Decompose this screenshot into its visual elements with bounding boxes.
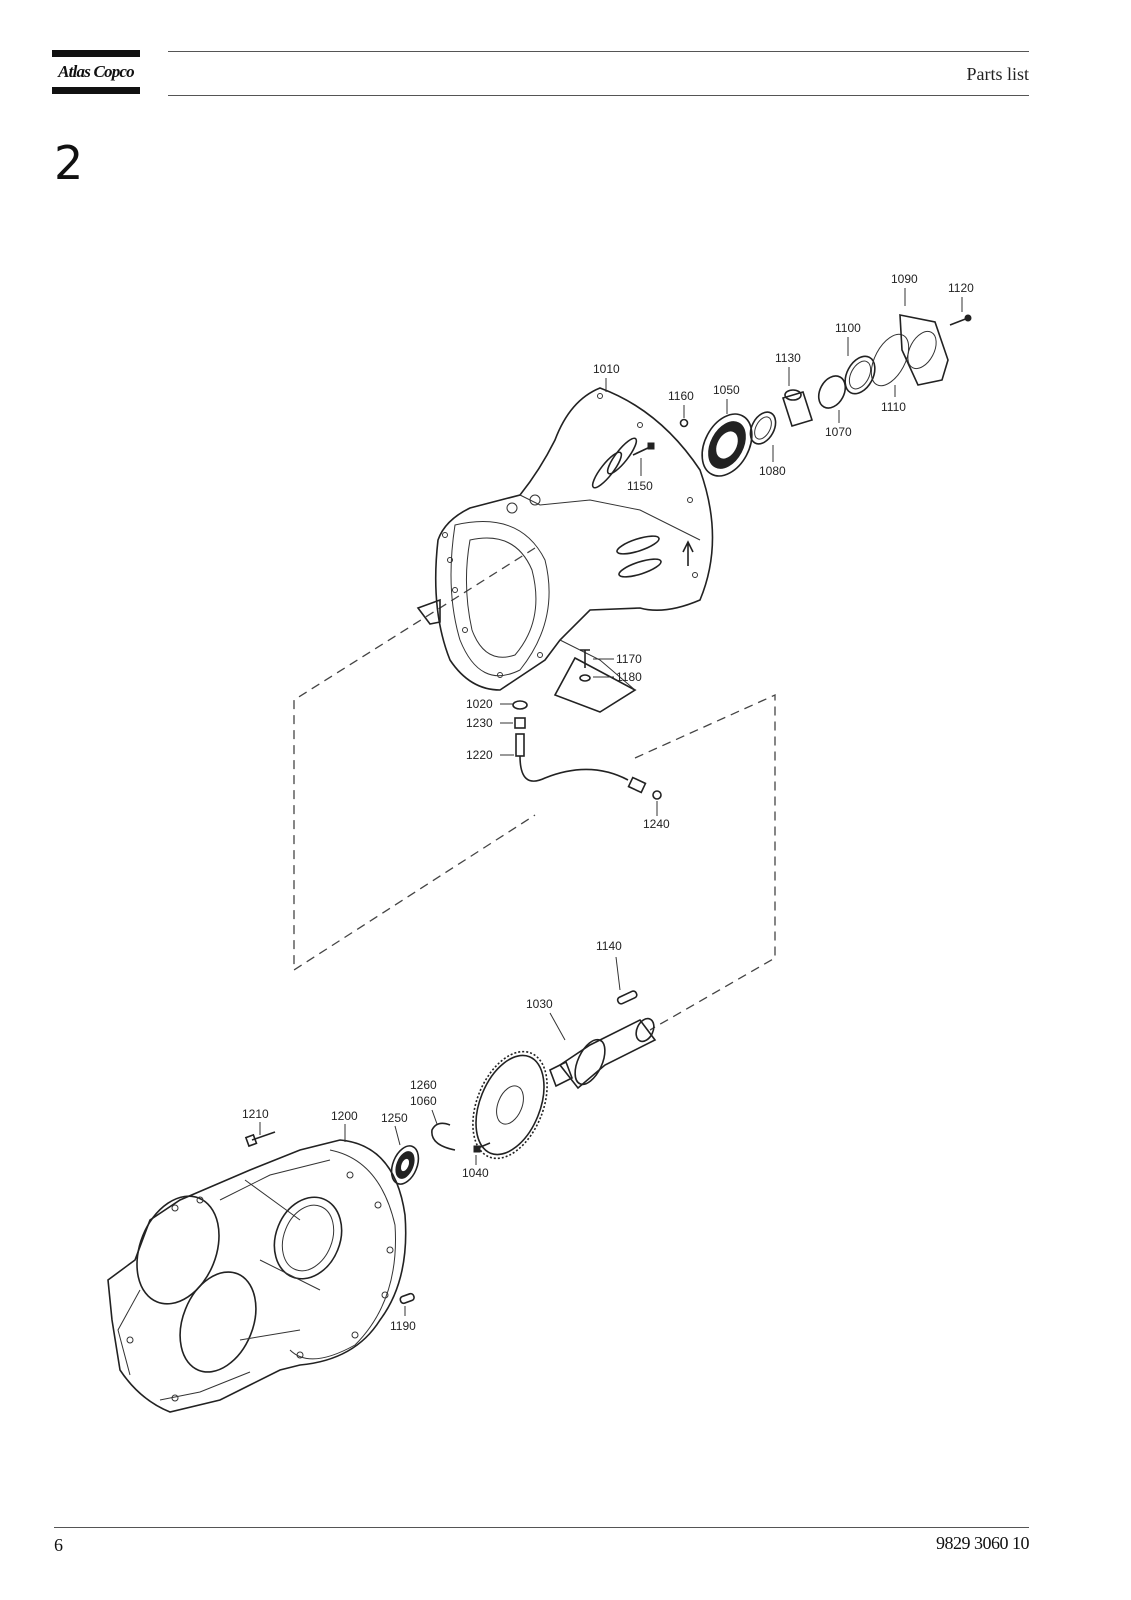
callout-1250: 1250 bbox=[381, 1111, 408, 1125]
callout-1020: 1020 bbox=[466, 697, 493, 711]
element-assembly-1200 bbox=[107, 1139, 407, 1413]
bolt-1170 bbox=[580, 649, 590, 668]
bearing-1050 bbox=[701, 413, 753, 477]
callout-1050: 1050 bbox=[713, 383, 740, 397]
seal-ring-1080 bbox=[749, 411, 777, 445]
cover-1090 bbox=[899, 314, 949, 386]
header-top-rule bbox=[168, 51, 1029, 52]
callout-1260: 1260 bbox=[410, 1078, 437, 1092]
callout-1130: 1130 bbox=[775, 351, 801, 365]
callout-1100: 1100 bbox=[835, 321, 861, 335]
callout-1190: 1190 bbox=[390, 1319, 416, 1333]
callout-1210: 1210 bbox=[242, 1107, 269, 1121]
header-bottom-rule bbox=[168, 95, 1029, 96]
callout-1030: 1030 bbox=[526, 997, 553, 1011]
atlas-copco-logo: Atlas Copco bbox=[52, 50, 140, 94]
callout-1180: 1180 bbox=[616, 670, 642, 684]
logo-top-bar bbox=[52, 50, 140, 57]
dowel-1190 bbox=[399, 1292, 415, 1305]
callout-1150: 1150 bbox=[627, 479, 653, 493]
callout-1140: 1140 bbox=[596, 939, 622, 953]
circlip-1060 bbox=[431, 1122, 456, 1151]
leader-lines bbox=[259, 288, 963, 1316]
sensor-1220 bbox=[515, 733, 629, 782]
callout-1070: 1070 bbox=[825, 425, 852, 439]
logo-bottom-bar bbox=[52, 87, 140, 94]
ring-1070 bbox=[817, 375, 847, 409]
alignment-dashed-lines bbox=[293, 547, 776, 1031]
callout-1080: 1080 bbox=[759, 464, 786, 478]
washer-1180 bbox=[579, 674, 591, 682]
logo-wordmark: Atlas Copco bbox=[58, 62, 135, 81]
housing-1010 bbox=[416, 387, 714, 713]
bearing-1250 bbox=[390, 1145, 420, 1185]
document-number: 9829 3060 10 bbox=[936, 1533, 1030, 1553]
callout-1090: 1090 bbox=[891, 272, 918, 286]
callout-1040: 1040 bbox=[462, 1166, 489, 1180]
screw-1150 bbox=[632, 442, 655, 456]
callout-1200: 1200 bbox=[331, 1109, 358, 1123]
callout-1230: 1230 bbox=[466, 716, 493, 730]
callout-1120: 1120 bbox=[948, 281, 974, 295]
sleeve-1130 bbox=[781, 389, 814, 427]
callout-1110: 1110 bbox=[881, 400, 906, 414]
key-1140 bbox=[616, 990, 638, 1005]
page-number: 6 bbox=[54, 1535, 63, 1555]
callout-1010: 1010 bbox=[593, 362, 620, 376]
bolt-1210 bbox=[244, 1131, 276, 1148]
header-title: Parts list bbox=[966, 64, 1029, 84]
callout-1170: 1170 bbox=[616, 652, 642, 666]
o-ring-1110 bbox=[870, 333, 910, 387]
screw-1120 bbox=[949, 314, 972, 326]
gear-1040-assembly bbox=[472, 1050, 548, 1160]
shaft-1030 bbox=[548, 1017, 657, 1090]
adapter-1230 bbox=[514, 717, 526, 729]
section-number: 2 bbox=[54, 136, 84, 190]
callout-1160: 1160 bbox=[668, 389, 694, 403]
plug-1160 bbox=[679, 418, 689, 428]
fitting-1240 bbox=[627, 776, 662, 800]
washer-1020 bbox=[512, 700, 528, 710]
callout-1220: 1220 bbox=[466, 748, 493, 762]
callout-1060: 1060 bbox=[410, 1094, 437, 1108]
ring-1100 bbox=[844, 355, 876, 395]
callout-1240: 1240 bbox=[643, 817, 670, 831]
footer-rule bbox=[54, 1527, 1029, 1528]
